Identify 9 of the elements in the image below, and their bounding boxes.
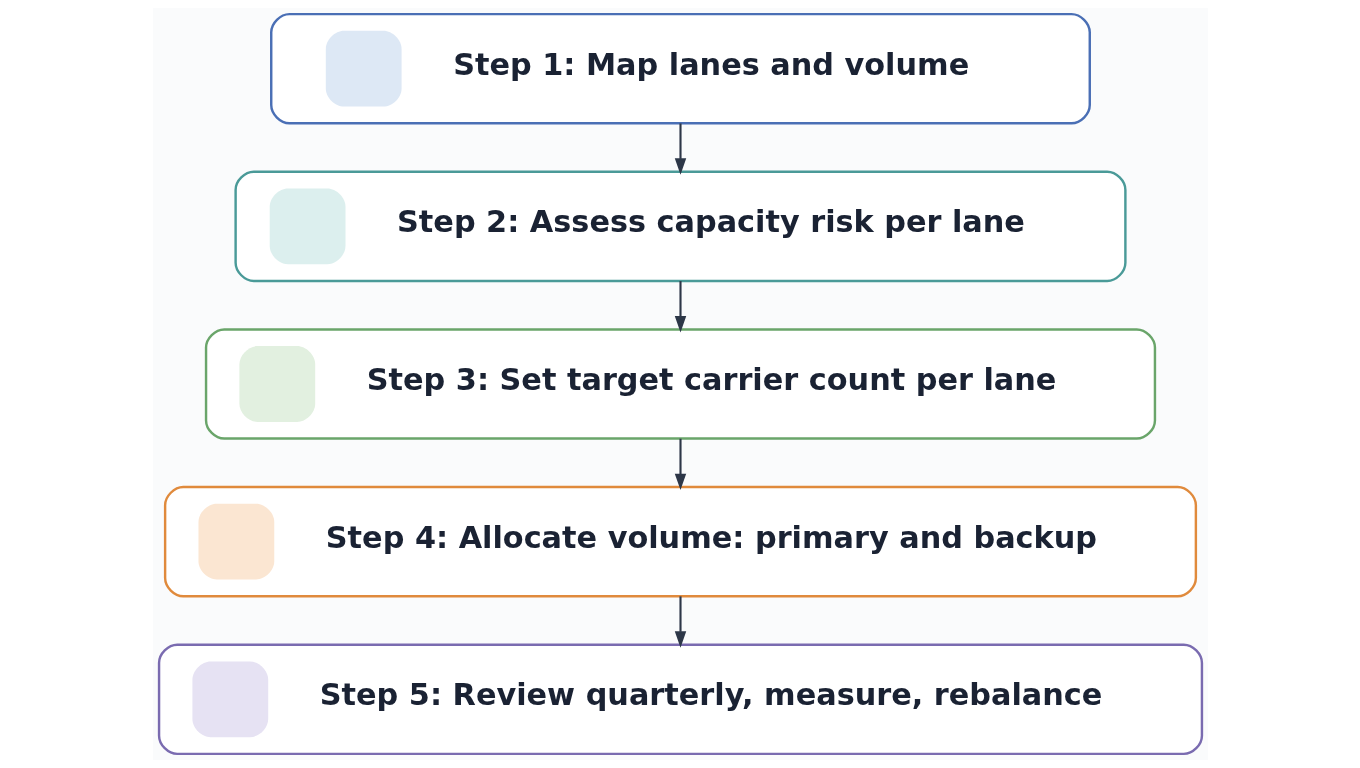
node-box: Step 3: Set target carrier count per lane	[204, 328, 1156, 440]
node-box: Step 2: Assess capacity risk per lane	[233, 170, 1127, 283]
node-box: Step 5: Review quarterly, measure, rebalance	[157, 643, 1203, 756]
node-box: Step 4: Allocate volume: primary and backup	[163, 485, 1197, 598]
arrow	[674, 596, 686, 648]
node-box: Step 1: Map lanes and volume	[269, 12, 1091, 125]
arrow	[674, 123, 686, 175]
arrow	[674, 438, 686, 491]
arrow	[674, 281, 686, 333]
